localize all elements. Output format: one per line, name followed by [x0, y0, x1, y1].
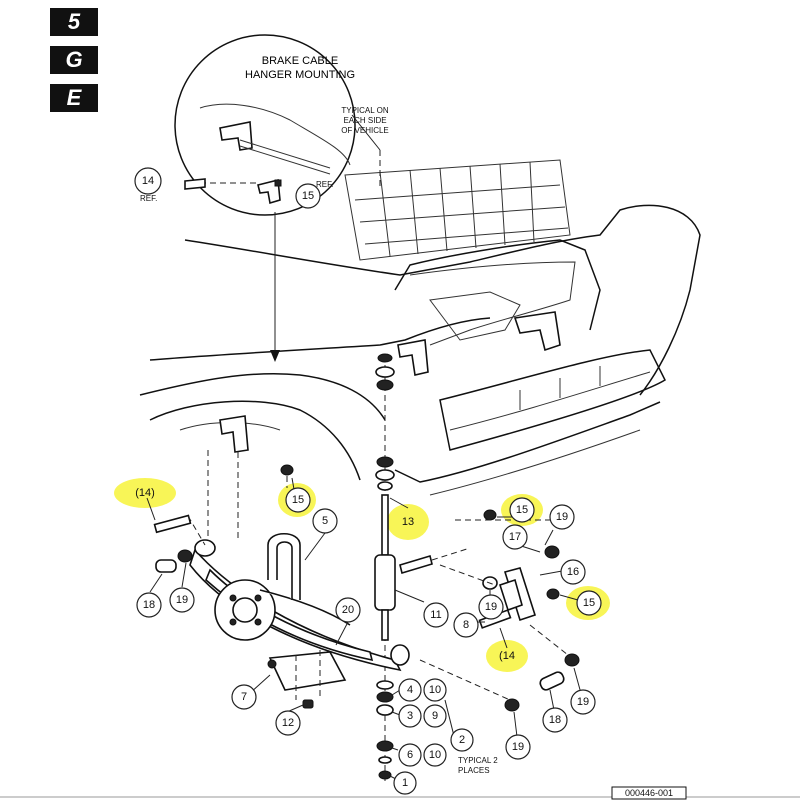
- inset-title-line1: BRAKE CABLE: [262, 55, 338, 67]
- inset-callout-14-text: 14: [142, 175, 154, 187]
- callout-17-circle: [502, 524, 528, 550]
- highlights: [114, 478, 610, 672]
- inset-callout-15: [295, 183, 321, 209]
- callout-19-bottom: 19: [512, 741, 524, 753]
- inset-callout-15-text: 15: [302, 190, 314, 202]
- callout-1: 1: [402, 777, 408, 789]
- callout-1-circle: [393, 771, 417, 795]
- spring-plate: [268, 651, 347, 691]
- callout-18-right-circle: [542, 707, 568, 733]
- callout-12-circle: [275, 710, 301, 736]
- callout-15-far-circle: [576, 590, 602, 616]
- callout-10-b-circle: [423, 743, 447, 767]
- highlight-13: [387, 504, 429, 540]
- typical-line2: PLACES: [458, 766, 490, 775]
- callout-8: 8: [463, 619, 469, 631]
- highlight-14-bottom: [486, 640, 528, 672]
- callout-19-right-circle: [570, 689, 596, 715]
- bushing-18-right: [539, 671, 565, 691]
- callout-19-right: 19: [577, 696, 589, 708]
- callout-6: 6: [407, 749, 413, 761]
- callout-18-left: 18: [143, 599, 155, 611]
- callout-18-right: 18: [549, 714, 561, 726]
- callout-6-circle: [398, 743, 422, 767]
- section-letter-e: E: [50, 84, 98, 112]
- callout-2: 2: [459, 734, 465, 746]
- callout-14-bottom: (14: [499, 650, 515, 662]
- inset-callout-14: [134, 167, 162, 195]
- callout-4-circle: [398, 678, 422, 702]
- callout-19-mid: 19: [485, 601, 497, 613]
- inset-bolt: [184, 178, 206, 190]
- callout-3: 3: [407, 710, 413, 722]
- callout-13: 13: [402, 516, 414, 528]
- callout-15-left: 15: [292, 494, 304, 506]
- callout-10-b: 10: [429, 749, 441, 761]
- figure-number: 000446-001: [0, 786, 800, 800]
- callout-16-circle: [560, 559, 586, 585]
- callout-9: 9: [432, 710, 438, 722]
- inset-ref-right: REF.: [316, 180, 333, 189]
- callout-20: 20: [342, 604, 354, 616]
- callout-3-circle: [398, 704, 422, 728]
- callout-16: 16: [567, 566, 579, 578]
- leaf-spring-assembly: [153, 450, 410, 709]
- highlight-14-left: [114, 478, 176, 508]
- callout-18-left-circle: [136, 592, 162, 618]
- callouts: (14) 15 5 13 15 19 17 16 15 18 19 20 11: [135, 487, 602, 795]
- callout-11: 11: [430, 609, 441, 621]
- callout-5: 5: [322, 515, 328, 527]
- callout-7-circle: [231, 684, 257, 710]
- inset-detail: BRAKE CABLE HANGER MOUNTING TYPICAL ON E…: [134, 34, 389, 362]
- callout-7: 7: [241, 691, 247, 703]
- typical-line1: TYPICAL 2: [458, 756, 498, 765]
- bushing-18-left: [155, 559, 177, 573]
- callout-9-circle: [423, 704, 447, 728]
- callout-20-circle: [335, 597, 361, 623]
- callout-11-circle: [423, 602, 449, 628]
- callout-15-left-circle: [285, 487, 311, 513]
- vehicle-body: [139, 159, 701, 496]
- shock-absorber-assembly: [374, 353, 471, 785]
- callout-19-left: 19: [176, 594, 188, 606]
- inset-nut: [274, 179, 282, 187]
- callout-10-a-circle: [423, 678, 447, 702]
- callout-19-left-circle: [169, 587, 195, 613]
- inset-note-line1: TYPICAL ON: [341, 106, 388, 115]
- inset-title-line2: HANGER MOUNTING: [245, 69, 355, 81]
- inset-ref-left: REF.: [140, 194, 157, 203]
- callout-5-circle: [312, 508, 338, 534]
- callout-15-right-circle: [509, 497, 535, 523]
- callout-4: 4: [407, 684, 413, 696]
- callout-12: 12: [282, 717, 294, 729]
- bolt-13: [399, 554, 433, 575]
- callout-10-a: 10: [429, 684, 441, 696]
- section-tab: 5: [50, 8, 98, 36]
- inset-note-line2: EACH SIDE: [343, 116, 386, 125]
- callout-8-circle: [453, 612, 479, 638]
- bolt-14-left: [153, 514, 192, 534]
- section-letter-g: G: [50, 46, 98, 74]
- callout-2-circle: [450, 728, 474, 752]
- inset-circle: [174, 34, 356, 216]
- callout-19-bottom-circle: [505, 734, 531, 760]
- shock-body: [374, 554, 396, 611]
- callout-15-far: 15: [583, 597, 595, 609]
- callout-15-right: 15: [516, 504, 528, 516]
- callout-19-mid-circle: [478, 594, 504, 620]
- callout-19-top-circle: [549, 504, 575, 530]
- callout-17: 17: [509, 531, 521, 543]
- figure-number-text: 000446-001: [625, 788, 673, 798]
- callout-14-left: (14): [135, 487, 155, 499]
- callout-19-top: 19: [556, 511, 568, 523]
